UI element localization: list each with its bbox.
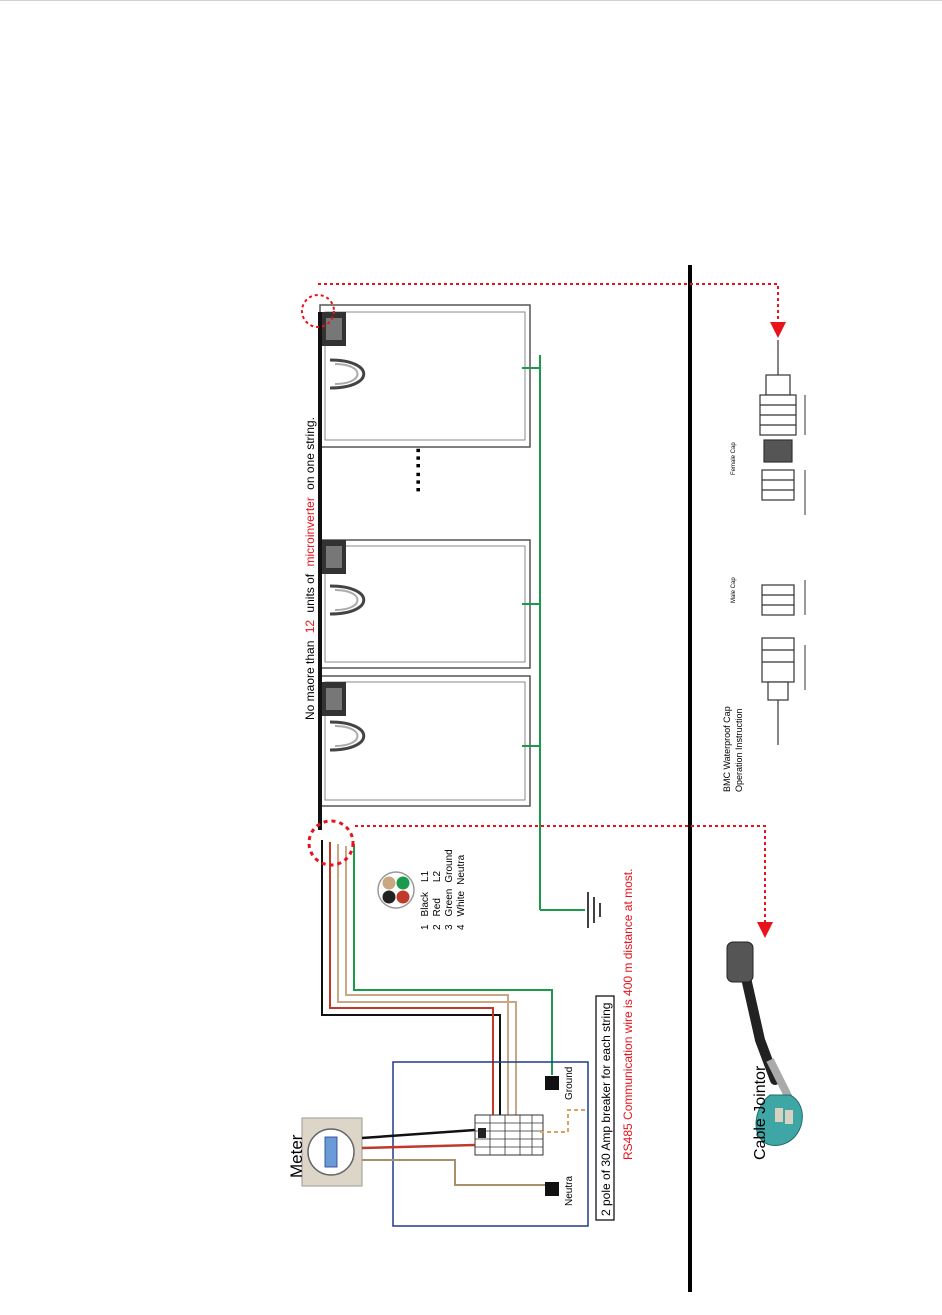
bmc-caption-line2: Operation Instruction [734, 708, 744, 792]
drop-cables [322, 840, 552, 1128]
breaker-block [475, 1115, 543, 1155]
rs485-leader [540, 1110, 588, 1132]
svg-text:4WhiteNeutra: 4WhiteNeutra [456, 854, 467, 930]
ground-label: Ground [564, 1067, 575, 1100]
solar-panel-2 [320, 540, 530, 668]
microinverter-2 [322, 540, 364, 614]
solar-panel-1 [320, 305, 530, 447]
pin-legend: 1BlackL1 2RedL2 3GreenGround 4WhiteNeutr… [420, 849, 467, 930]
ground-terminal [545, 1076, 559, 1090]
svg-text:3GreenGround: 3GreenGround [444, 849, 455, 930]
cable-jointor-label: Cable Jointor [752, 1065, 769, 1160]
panel-ellipsis: …… [399, 446, 426, 494]
microinverter-3 [322, 682, 364, 750]
svg-text:2RedL2: 2RedL2 [432, 871, 443, 930]
breaker-note: 2 pole of 30 Amp breaker for each string [599, 1003, 613, 1216]
leader-to-waterproof-cap [318, 284, 778, 330]
solar-panel-3 [320, 676, 530, 806]
female-cap-label: Female Cap [731, 442, 737, 475]
string-limit-title: No maore than 12 units of microinverter … [303, 417, 317, 720]
meter [302, 1118, 362, 1186]
male-cap-label: Male Cap [731, 577, 737, 603]
bmc-caption-line1: BMC Waterproof Cap [722, 706, 732, 792]
leader-to-cable-jointor [355, 826, 765, 930]
svg-text:1BlackL1: 1BlackL1 [420, 870, 431, 930]
earth-ground-icon [588, 892, 600, 928]
connector-pin-diagram [378, 872, 414, 908]
rs485-note: RS485 Communication wire is 400 m distan… [621, 869, 635, 1160]
neutral-terminal [545, 1182, 559, 1196]
waterproof-cap-female [760, 340, 796, 500]
waterproof-cap-male [762, 585, 794, 745]
neutral-label: Neutra [564, 1176, 575, 1206]
meter-label: Meter [287, 1134, 306, 1178]
